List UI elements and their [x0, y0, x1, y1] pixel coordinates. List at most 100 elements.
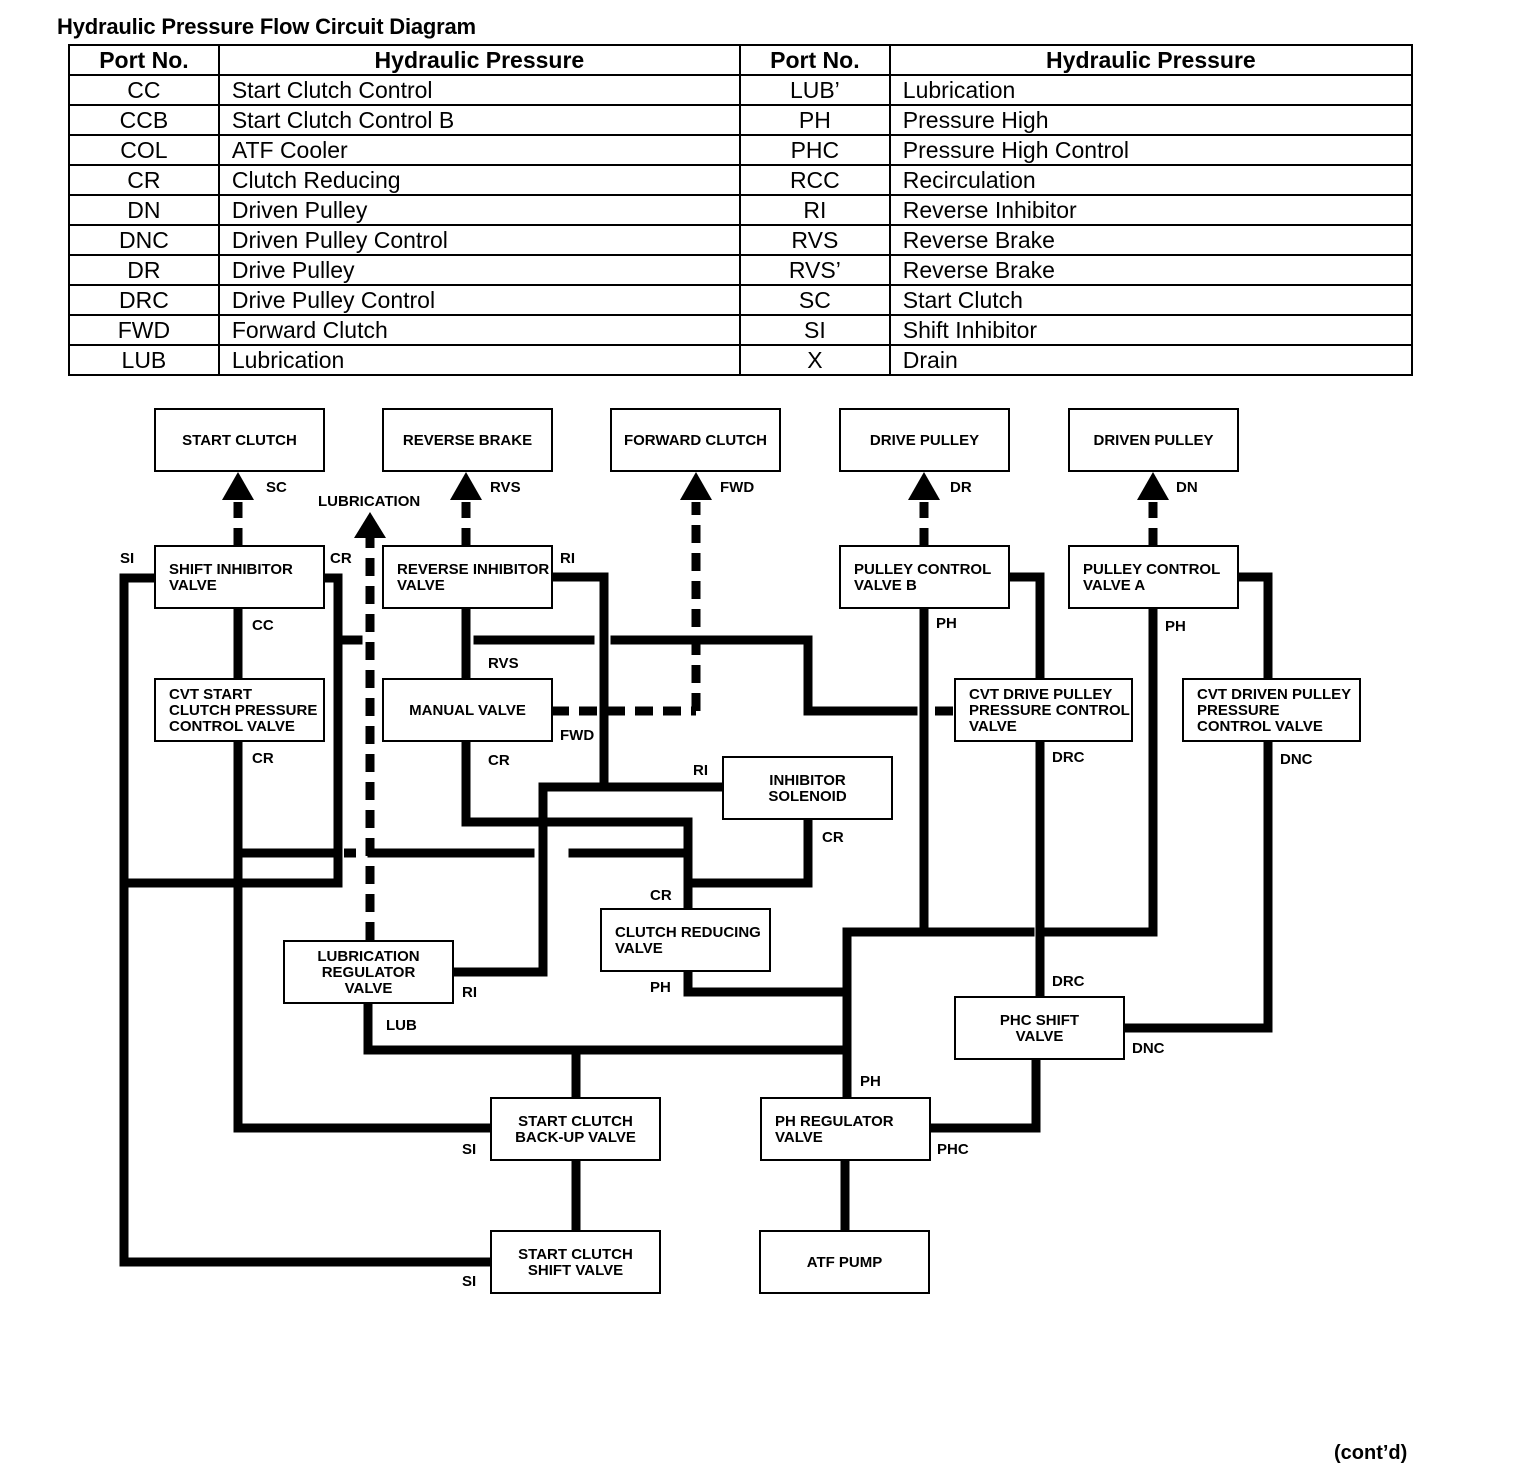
pipe-lub	[363, 999, 852, 1055]
port-label-ri-rev: RI	[560, 550, 575, 567]
box-label-line: PH REGULATOR	[775, 1113, 894, 1130]
box-outline	[154, 678, 325, 742]
box-label-line: INHIBITOR	[769, 772, 846, 789]
port-label-dr: DR	[950, 479, 972, 496]
box-label-line: VALVE	[345, 980, 393, 997]
box-label-line: CVT DRIVEN PULLEY	[1197, 686, 1351, 703]
port-label-fwd-manual: FWD	[560, 727, 594, 744]
diagram-title: Hydraulic Pressure Flow Circuit Diagram	[57, 14, 476, 39]
pipe-ph-main	[842, 927, 1035, 1103]
port-label-ph-a: PH	[1165, 618, 1186, 635]
port-code-cell: DRC	[68, 284, 220, 316]
header-hydraulic-pressure: Hydraulic Pressure	[888, 44, 1414, 76]
pipe-cr-manual	[461, 737, 693, 913]
pipe-dnc-2	[1118, 737, 1273, 1033]
port-label-cr-solenoid: CR	[822, 829, 844, 846]
component-boxes: START CLUTCH REVERSE BRAKE FORWARD CLUTCH D…	[154, 408, 1361, 1294]
box-label-line: CVT START	[169, 686, 252, 703]
port-label-lubrication: LUBRICATION	[318, 493, 420, 510]
box-outline	[154, 408, 325, 472]
header-port-no: Port No.	[738, 44, 891, 76]
box-outline	[490, 1097, 661, 1161]
port-label-ph-pump: PH	[860, 1073, 881, 1090]
box-label-line: VALVE B	[854, 577, 917, 594]
arrow-lubrication	[354, 512, 386, 538]
box-label-line: PULLEY CONTROL	[854, 561, 991, 578]
port-code-cell: DR	[68, 254, 220, 286]
pressure-name-cell: Reverse Brake	[888, 254, 1414, 286]
box-label-line: CVT DRIVE PULLEY	[969, 686, 1112, 703]
box-outline	[1182, 678, 1361, 742]
pressure-name-cell: Driven Pulley Control	[217, 224, 741, 256]
box-outline	[760, 1097, 931, 1161]
pressure-name-cell: Pressure High Control	[888, 134, 1414, 166]
box-label-line: CONTROL VALVE	[169, 718, 295, 735]
box-label-line: FORWARD CLUTCH	[624, 432, 767, 449]
port-label-ph-b: PH	[936, 615, 957, 632]
dashed-pipes	[233, 502, 1158, 940]
box-label-line: START CLUTCH	[518, 1246, 633, 1263]
solid-pipes	[119, 572, 1273, 1267]
port-label-cr-manual: CR	[488, 752, 510, 769]
port-legend-table: Port No. Hydraulic Pressure Port No. Hyd…	[68, 44, 1414, 376]
pressure-name-cell: Drive Pulley	[217, 254, 741, 286]
box-outline	[600, 908, 771, 972]
port-label-ri-lub: RI	[462, 984, 477, 1001]
box-label-line: VALVE	[775, 1129, 823, 1146]
port-code-cell: FWD	[68, 314, 220, 346]
box-reverse-brake: REVERSE BRAKE	[382, 408, 553, 472]
pressure-name-cell: Start Clutch Control	[217, 74, 741, 106]
port-code-cell: RVS’	[738, 254, 891, 286]
port-label-fwd-top: FWD	[720, 479, 754, 496]
box-label-line: ATF PUMP	[807, 1254, 883, 1271]
box-label-line: VALVE A	[1083, 577, 1145, 594]
header-port-no: Port No.	[68, 44, 220, 76]
port-label-phc: PHC	[937, 1141, 969, 1158]
pressure-name-cell: Drain	[888, 344, 1414, 376]
port-code-cell: DNC	[68, 224, 220, 256]
pressure-name-cell: Lubrication	[217, 344, 741, 376]
pressure-name-cell: Driven Pulley	[217, 194, 741, 226]
box-outline	[839, 545, 1010, 609]
port-label-si-shift: SI	[462, 1273, 476, 1290]
port-label-ri-solenoid: RI	[693, 762, 708, 779]
box-label-line: REGULATOR	[322, 964, 416, 981]
box-label-line: PULLEY CONTROL	[1083, 561, 1220, 578]
pipe-cr-shift	[119, 573, 343, 888]
arrow-rvs	[450, 472, 482, 500]
box-label-line: SHIFT INHIBITOR	[169, 561, 293, 578]
pressure-name-cell: Start Clutch Control B	[217, 104, 741, 136]
box-start-clutch: START CLUTCH	[154, 408, 325, 472]
box-drive-pulley: DRIVE PULLEY	[839, 408, 1010, 472]
pipe-cross-mid-3	[610, 635, 918, 716]
port-code-cell: CCB	[68, 104, 220, 136]
port-label-ph-clutch-red: PH	[650, 979, 671, 996]
pipe-si	[119, 573, 496, 1267]
port-label-si-backup: SI	[462, 1141, 476, 1158]
port-label-dn: DN	[1176, 479, 1198, 496]
box-outline	[283, 940, 454, 1004]
box-label-line: START CLUTCH	[182, 432, 297, 449]
box-outline	[759, 1230, 930, 1294]
box-driven-pulley: DRIVEN PULLEY	[1068, 408, 1239, 472]
port-code-cell: X	[738, 344, 891, 376]
